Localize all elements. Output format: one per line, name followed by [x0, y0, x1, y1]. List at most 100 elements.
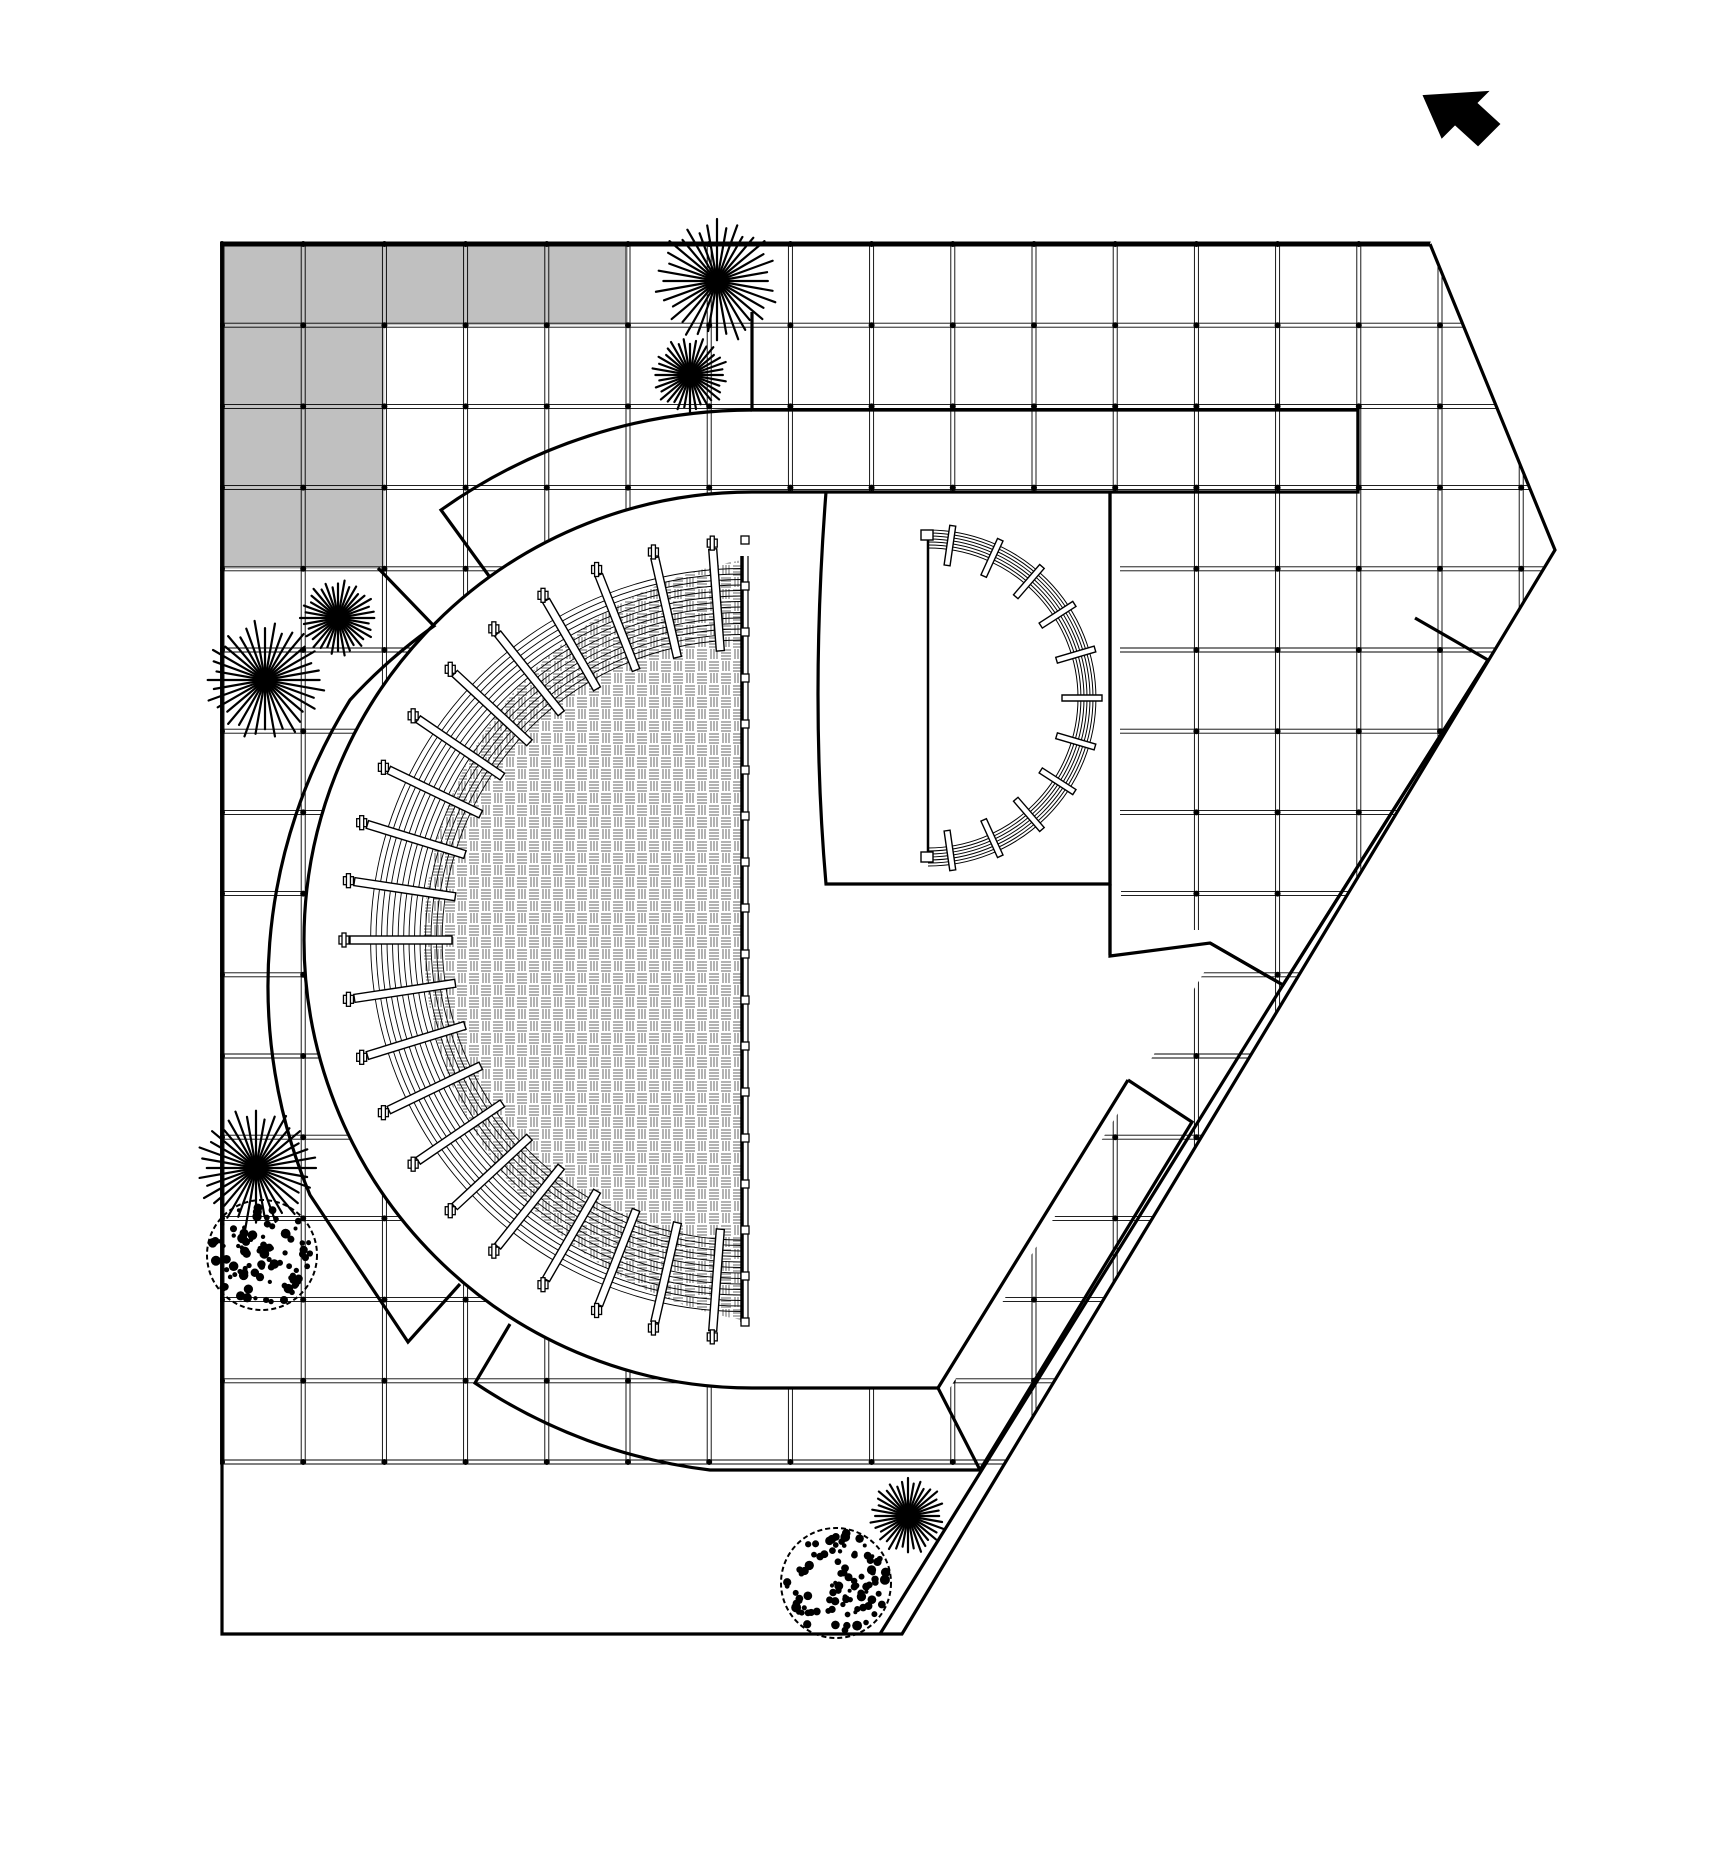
tree-icon [198, 1109, 318, 1229]
pergola-post [740, 765, 750, 775]
grid-node [787, 322, 794, 329]
grid-node [300, 728, 307, 735]
pergola-beam [1054, 645, 1097, 664]
grid-node [543, 322, 550, 329]
curved-terrace-inner [302, 490, 938, 1390]
grid-node [300, 403, 307, 410]
pergola-post [537, 587, 549, 603]
grid-node [381, 1377, 388, 1384]
grid-node [1355, 809, 1362, 816]
grid-node [381, 1296, 388, 1303]
grid-node [1355, 322, 1362, 329]
shaded-paving-cell [303, 406, 385, 488]
grid-node [1193, 728, 1200, 735]
pergola-post [740, 535, 750, 545]
pergola-post [740, 949, 750, 959]
grid-node [625, 322, 631, 329]
grid-node [381, 647, 388, 653]
grid-node [462, 484, 469, 491]
grid-node [462, 565, 469, 572]
grid-node [706, 1459, 713, 1465]
grid-node [706, 484, 713, 491]
shaded-paving-cell [222, 325, 304, 407]
pergola-beam [541, 1188, 602, 1283]
pergola-beam [541, 597, 602, 692]
shaded-paving-area [222, 244, 628, 569]
grid-node [1112, 403, 1119, 410]
grid-node [300, 565, 307, 572]
grid-node [1355, 647, 1362, 653]
grid-node [1031, 322, 1037, 329]
grid-node [381, 1215, 388, 1222]
grid-node [1193, 484, 1200, 491]
pergola-post [590, 561, 603, 578]
pergola-post [356, 1049, 368, 1065]
shrubs [206, 1199, 892, 1639]
grid-node [381, 1459, 388, 1465]
pergola-post [740, 1087, 750, 1097]
grid-node [1112, 1134, 1119, 1141]
shaded-paving-cell [546, 244, 628, 326]
pergola-beam [493, 1163, 566, 1250]
grid-node [1193, 403, 1200, 410]
grid-node [1031, 403, 1037, 410]
pergola-beam [980, 537, 1004, 579]
north-arrow-icon [1422, 90, 1501, 147]
south-terrace-arc [472, 1323, 980, 1472]
grid-node [462, 1459, 469, 1465]
pergola-post [407, 708, 419, 724]
pergola-post [356, 815, 368, 831]
grid-node [1274, 484, 1281, 491]
grid-node [1193, 809, 1200, 816]
pergola-post [537, 1277, 549, 1293]
pergola-beam [1054, 732, 1097, 751]
pergola-post [740, 581, 750, 591]
shaded-paving-cell [384, 244, 466, 326]
pergola-post [920, 529, 934, 541]
shrub-icon [206, 1199, 318, 1311]
grid-node [543, 484, 550, 491]
grid-node [1437, 565, 1443, 572]
grid-node [868, 403, 875, 410]
grid-node [1437, 322, 1443, 329]
grid-node [1031, 484, 1037, 491]
shaded-paving-cell [303, 487, 385, 569]
pergola-post [740, 903, 750, 913]
pergola-post [740, 1179, 750, 1189]
grid-node [300, 1053, 307, 1059]
grid-node [1193, 647, 1200, 653]
pergola-post [740, 1133, 750, 1143]
grid-node [1355, 403, 1362, 410]
grid-node [1193, 1134, 1200, 1141]
pergola-post [488, 1243, 500, 1259]
pergola-post [740, 673, 750, 683]
pergola-beam [943, 829, 957, 872]
grid-node [1031, 1296, 1037, 1303]
pergola-beam [349, 935, 453, 945]
grid-node [949, 403, 956, 410]
west-terrace-arc [266, 566, 462, 1345]
grid-node [1437, 647, 1443, 653]
grid-node [1518, 484, 1525, 491]
pergola-beam [352, 876, 457, 902]
pergola-post [740, 1225, 750, 1235]
pergola-post [342, 873, 355, 889]
pergola-beam [1061, 694, 1103, 702]
grid-node [543, 1377, 550, 1384]
stair-landing-edge [1209, 941, 1284, 987]
pergola-beam [980, 817, 1004, 859]
grid-node [625, 403, 631, 410]
pergola-post [706, 1329, 718, 1345]
pergola-beam [1038, 600, 1077, 630]
shaded-paving-cell [222, 406, 304, 488]
tree-icon [654, 217, 777, 342]
grid-node [1274, 403, 1281, 410]
pergola-beam [943, 524, 957, 567]
grid-node [462, 1377, 469, 1384]
pergola-post [377, 759, 390, 775]
grid-node [543, 403, 550, 410]
site-outlines [220, 242, 1557, 1636]
pergola-post [407, 1156, 419, 1172]
large-semicircular-pergola [338, 535, 750, 1345]
pergola-beam [1012, 563, 1046, 600]
